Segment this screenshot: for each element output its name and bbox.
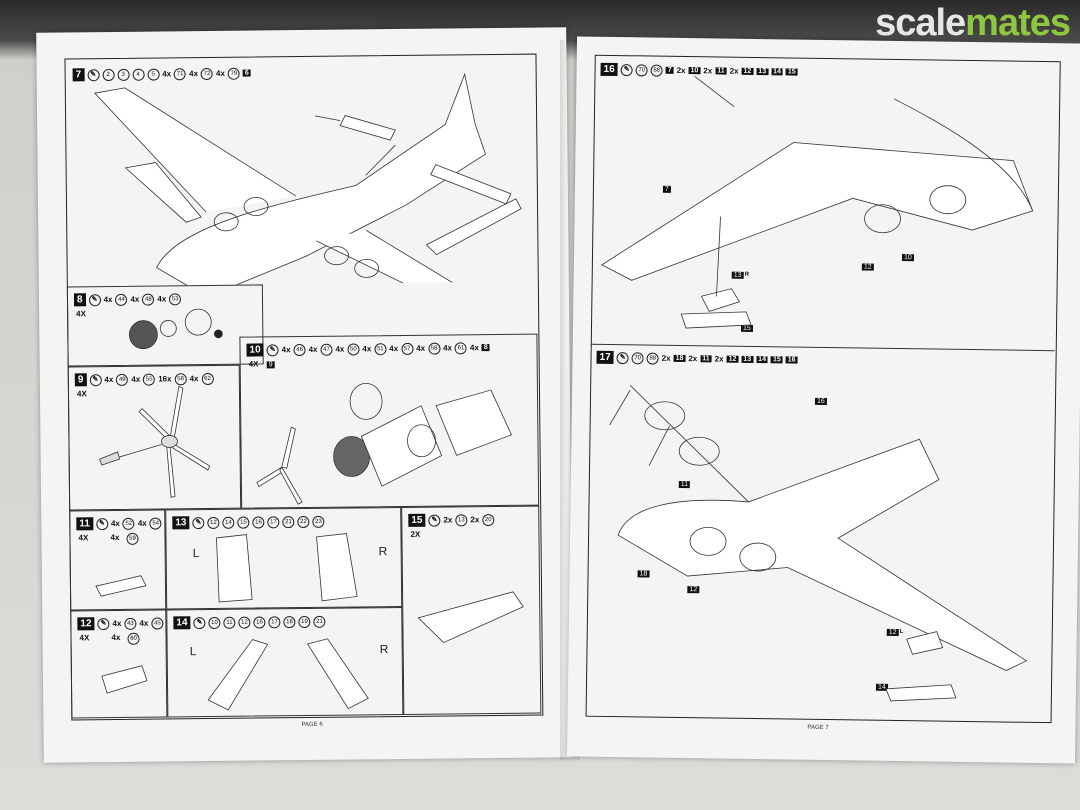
step13-panel: 13 ✎ 12 14 15 16 17 21 22 23 L R: [165, 506, 403, 610]
part-drawing: [95, 575, 147, 597]
part-drawing: [417, 591, 524, 644]
page-number: PAGE 7: [807, 724, 829, 732]
aircraft-assembly-drawing: [601, 75, 1034, 329]
left-page: 7 ✎ 2 3 4 5 4x 71 4x 72 4x 79 6: [36, 27, 574, 763]
aircraft-assembly-drawing: [609, 384, 1028, 702]
step14-panel: 14 ✎ 10 11 12 16 17 18 19 21 L R: [166, 606, 404, 718]
fin-drawing: [216, 533, 358, 603]
step17-panel: 17 ✎ 70 88 2x 18 2x 11 2x 12 13 14 15 16…: [586, 345, 1055, 721]
fin-drawing: [207, 638, 369, 711]
step16-panel: 16 ✎ 70 88 7 2x 10 2x 11 2x 12 13 14 15 …: [590, 54, 1059, 352]
propeller-drawing: [99, 385, 211, 498]
aircraft-assembly-drawing: [94, 72, 522, 287]
step7-panel: 7 ✎ 2 3 4 5 4x 71 4x 72 4x 79 6: [64, 54, 536, 287]
page-number: PAGE 6: [301, 721, 323, 729]
scalemates-watermark: scalemates: [875, 2, 1071, 44]
wheel-drawing: [128, 308, 223, 350]
engine-nacelle-drawing: [256, 382, 512, 505]
right-page: 16 ✎ 70 88 7 2x 10 2x 11 2x 12 13 14 15 …: [566, 36, 1080, 764]
part-drawing: [101, 665, 148, 694]
